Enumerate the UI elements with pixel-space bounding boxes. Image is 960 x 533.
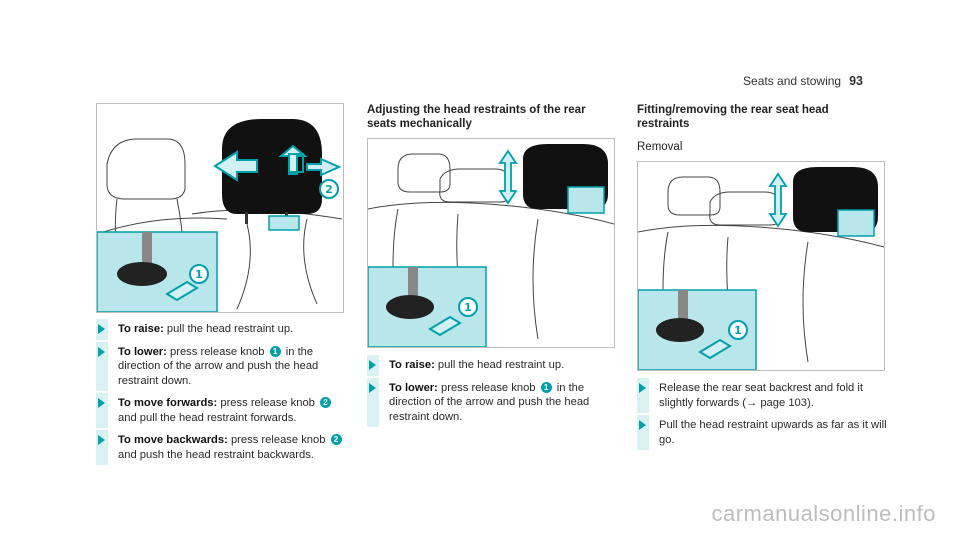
- knob-1-badge: 1: [540, 381, 552, 393]
- step-forwards: To move forwards: press release knob 2 a…: [96, 393, 346, 428]
- figure-rear-head-restraint-removal: 1: [637, 161, 885, 371]
- knob-2-badge: 2: [320, 397, 331, 408]
- steps-col3: Release the rear seat backrest and fold …: [637, 378, 887, 455]
- knob-2-badge: 2: [330, 434, 342, 445]
- watermark: carmanualsonline.info: [711, 501, 936, 526]
- figure-rear-head-restraint: 1: [367, 138, 615, 348]
- section-heading: Fitting/removing the rear seat head rest…: [637, 104, 829, 130]
- steps-col2: To raise: pull the head restraint up. To…: [367, 355, 617, 432]
- svg-text:1: 1: [464, 301, 472, 314]
- section-heading: Adjusting the head restraints of the rea…: [367, 104, 586, 130]
- subheading-removal: Removal: [637, 141, 683, 153]
- page-header: Seats and stowing 93: [743, 74, 863, 88]
- step-pull-upwards: Pull the head restraint upwards as far a…: [637, 415, 887, 450]
- figure-front-head-restraint: 2 1: [96, 103, 344, 313]
- steps-col1: To raise: pull the head restraint up. To…: [96, 319, 346, 470]
- step-raise: To raise: pull the head restraint up.: [367, 355, 617, 375]
- knob-1-badge: 1: [269, 345, 281, 357]
- step-release-backrest: Release the rear seat backrest and fold …: [637, 378, 887, 413]
- svg-text:2: 2: [325, 183, 333, 196]
- page-number: 93: [849, 74, 863, 88]
- step-lower: To lower: press release knob 1 in the di…: [367, 377, 617, 427]
- svg-text:1: 1: [195, 268, 203, 281]
- step-backwards: To move backwards: press release knob 2 …: [96, 430, 346, 465]
- step-lower: To lower: press release knob 1 in the di…: [96, 341, 346, 391]
- svg-text:1: 1: [734, 324, 742, 337]
- section-title: Seats and stowing: [743, 74, 842, 88]
- step-raise: To raise: pull the head restraint up.: [96, 319, 346, 339]
